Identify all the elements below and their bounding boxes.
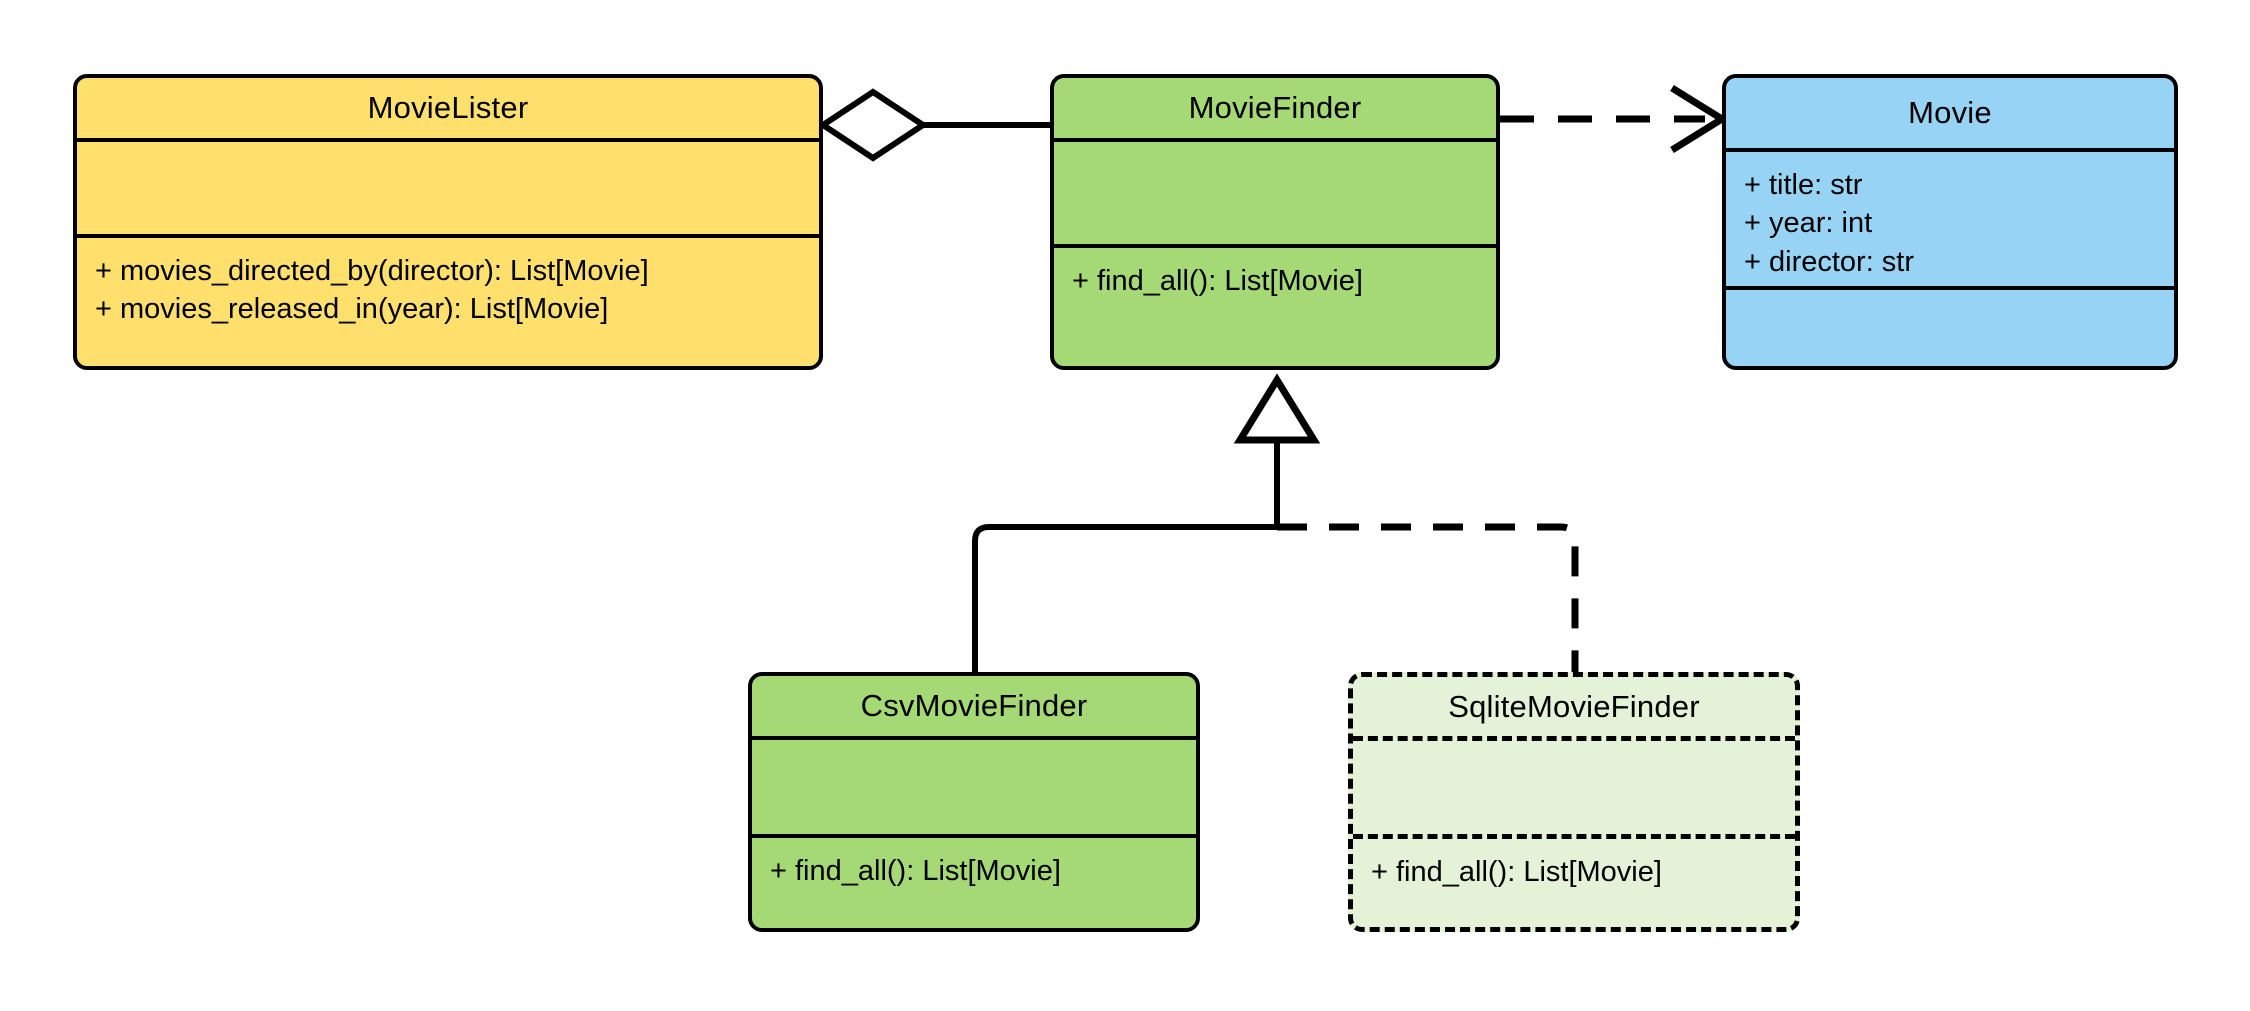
method-item: + find_all(): List[Movie] bbox=[1371, 856, 1662, 888]
class-box-movielister[interactable]: MovieLister + movies_directed_by(directo… bbox=[73, 74, 823, 370]
csv-generalization-line bbox=[972, 524, 1277, 672]
attribute-item: + director: str bbox=[1744, 245, 1915, 278]
class-box-movie[interactable]: Movie + title: str + year: int + directo… bbox=[1722, 74, 2178, 370]
class-box-csvmoviefinder[interactable]: CsvMovieFinder + find_all(): List[Movie] bbox=[748, 672, 1200, 932]
class-name-moviefinder: MovieFinder bbox=[1054, 78, 1496, 142]
sqlite-realization-line bbox=[1277, 523, 1579, 672]
class-attributes-movielister bbox=[77, 142, 819, 238]
class-box-sqlitemoviefinder[interactable]: SqliteMovieFinder + find_all(): List[Mov… bbox=[1348, 672, 1800, 932]
class-name-sqlitemoviefinder: SqliteMovieFinder bbox=[1353, 677, 1795, 741]
class-attributes-csvmoviefinder bbox=[752, 740, 1196, 838]
class-methods-moviefinder: + find_all(): List[Movie] bbox=[1054, 248, 1496, 366]
method-item: + movies_released_in(year): List[Movie] bbox=[95, 293, 609, 326]
class-name-movielister: MovieLister bbox=[77, 78, 819, 142]
attribute-item: + title: str bbox=[1744, 169, 1863, 201]
method-item: + find_all(): List[Movie] bbox=[1072, 265, 1363, 297]
class-methods-movie bbox=[1726, 290, 2174, 366]
hollow-triangle-icon bbox=[1233, 373, 1321, 444]
class-box-moviefinder[interactable]: MovieFinder + find_all(): List[Movie] bbox=[1050, 74, 1500, 370]
edge-generalization-csv[interactable] bbox=[972, 524, 1277, 672]
open-arrow-icon bbox=[1670, 85, 1729, 153]
class-attributes-moviefinder bbox=[1054, 142, 1496, 248]
edge-generalization-hub[interactable] bbox=[1233, 373, 1321, 527]
class-attributes-sqlitemoviefinder bbox=[1353, 741, 1795, 839]
class-name-csvmoviefinder: CsvMovieFinder bbox=[752, 676, 1196, 740]
class-methods-movielister: + movies_directed_by(director): List[Mov… bbox=[77, 238, 819, 366]
method-item: + find_all(): List[Movie] bbox=[770, 855, 1061, 887]
edge-dependency-finder-movie[interactable] bbox=[1500, 85, 1729, 153]
class-attributes-movie: + title: str + year: int + director: str bbox=[1726, 152, 2174, 290]
class-name-movie: Movie bbox=[1726, 78, 2174, 152]
hollow-diamond-icon bbox=[817, 88, 929, 162]
edge-aggregation-lister-finder[interactable] bbox=[817, 88, 1050, 162]
class-methods-csvmoviefinder: + find_all(): List[Movie] bbox=[752, 838, 1196, 928]
attribute-item: + year: int bbox=[1744, 207, 1873, 240]
class-methods-sqlitemoviefinder: + find_all(): List[Movie] bbox=[1353, 839, 1795, 927]
method-item: + movies_directed_by(director): List[Mov… bbox=[95, 255, 649, 287]
edge-realization-sqlite[interactable] bbox=[1277, 523, 1579, 672]
